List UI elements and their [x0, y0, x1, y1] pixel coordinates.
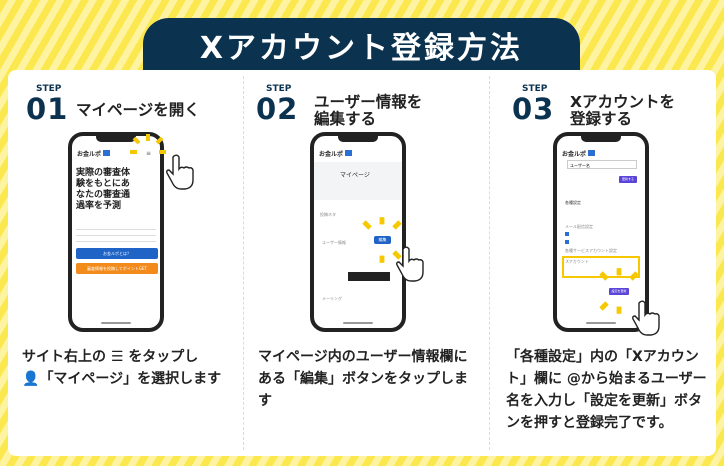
- logo: お金ルポ: [319, 149, 353, 158]
- divider: [489, 76, 490, 450]
- logo: お金ルポ: [77, 149, 111, 158]
- username-field[interactable]: ユーザー名: [567, 160, 637, 169]
- step-number: 02: [256, 92, 299, 126]
- checkbox[interactable]: [565, 232, 569, 236]
- step-title: Xアカウントを 登録する: [570, 93, 675, 128]
- phone-mockup: お金ルポ マイページ 投稿ネタ ユーザー情報 編集 メーリング: [310, 132, 406, 332]
- update-settings-button[interactable]: 設定を更新: [609, 288, 629, 295]
- step-description: サイト右上の ☰ をタップし 👤「マイページ」を選択します: [22, 349, 222, 387]
- step-label: STEP: [36, 84, 62, 94]
- step-number: 03: [512, 92, 555, 126]
- hamburger-menu-icon[interactable]: ≡: [145, 150, 151, 157]
- step-title: ユーザー情報を 編集する: [314, 93, 423, 128]
- hero-headline: 実際の審査体験をもとにあなたの審査通過率を予測: [76, 168, 131, 211]
- about-button[interactable]: お金ルポとは？: [76, 248, 158, 259]
- x-account-field-highlight[interactable]: Xアカウント: [562, 256, 640, 278]
- phone-mockup: お金ルポ ≡ 実際の審査体験をもとにあなたの審査通過率を予測 お金ルポとは？ 審…: [68, 132, 164, 332]
- step-2: STEP 02 ユーザー情報を 編集する お金ルポ マイページ 投稿ネタ ユーザ…: [244, 70, 489, 456]
- edit-button[interactable]: 編集: [374, 236, 391, 244]
- steps-card: STEP 01 マイページを開く お金ルポ ≡ 実際の審査体験をもとにあなたの審…: [8, 70, 716, 456]
- mypage-heading: マイページ: [340, 172, 370, 179]
- logo: お金ルポ: [562, 149, 596, 158]
- phone-mockup: お金ルポ ユーザー名 更新する 各種設定 メール配信設定 各種サービスアカウント…: [553, 132, 649, 332]
- tap-hand-icon: [166, 154, 194, 190]
- person-icon: 👤: [22, 371, 40, 387]
- post-button[interactable]: 審査情報を投稿してポイントGET: [76, 263, 158, 274]
- divider: [243, 76, 244, 450]
- user-info-heading: ユーザー情報: [322, 240, 346, 245]
- step-label: STEP: [266, 84, 292, 94]
- step-description: マイページ内のユーザー情報欄にある「編集」ボタンをタップします: [258, 349, 468, 409]
- step-3: STEP 03 Xアカウントを 登録する お金ルポ ユーザー名 更新する 各種設…: [490, 70, 716, 456]
- step-description: 「各種設定」内の「Xアカウント」欄に @から始まるユーザー名を入力し「設定を更新…: [506, 349, 707, 431]
- step-title: マイページを開く: [76, 101, 200, 119]
- step-label: STEP: [522, 84, 548, 94]
- step-number: 01: [26, 92, 69, 126]
- checkbox[interactable]: [565, 240, 569, 244]
- step-1: STEP 01 マイページを開く お金ルポ ≡ 実際の審査体験をもとにあなたの審…: [8, 70, 243, 456]
- hamburger-menu-icon: ☰: [110, 349, 124, 365]
- update-button[interactable]: 更新する: [619, 176, 637, 183]
- page-title: Xアカウント登録方法: [143, 18, 580, 72]
